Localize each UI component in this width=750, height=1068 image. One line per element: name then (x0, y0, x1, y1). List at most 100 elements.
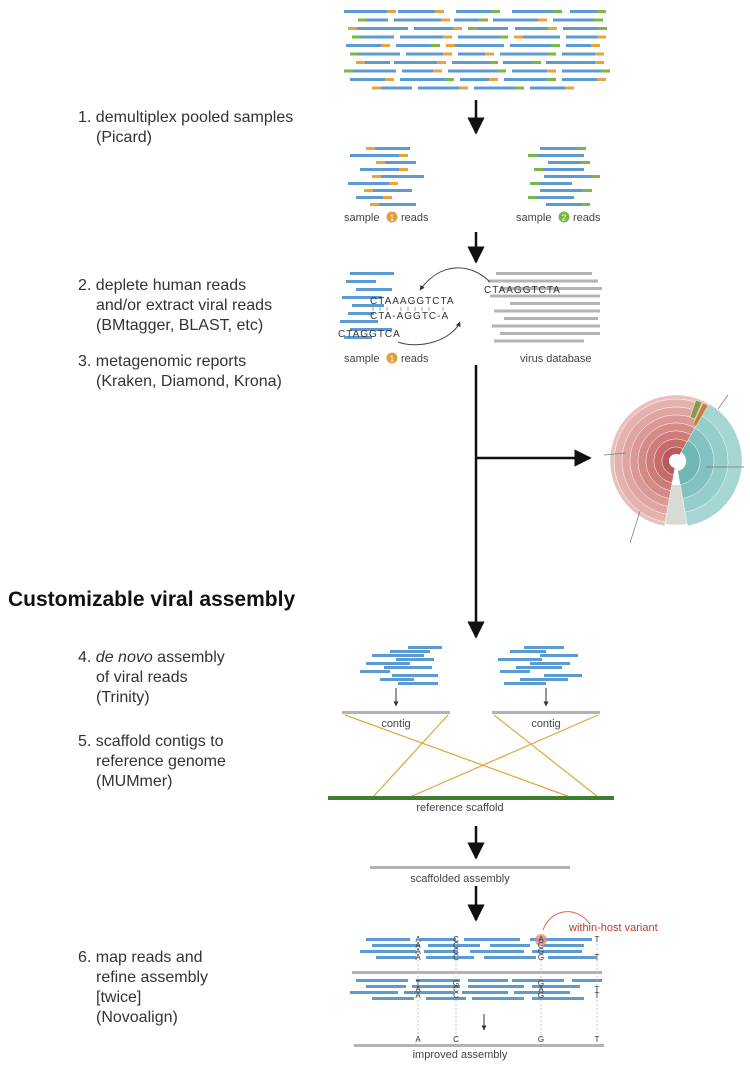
base-letter: A (415, 935, 421, 944)
sequence-top-right: CTAAGGTCTA (484, 285, 561, 296)
sequence-middle-2: CTA-AGGTC-A (370, 311, 449, 322)
read (543, 168, 584, 171)
read (510, 650, 546, 653)
read (553, 18, 594, 22)
barcode (530, 182, 539, 185)
read (515, 27, 548, 30)
read (400, 78, 445, 81)
database-read (510, 302, 600, 305)
base-letter: G (538, 941, 544, 950)
step-1-text: 1. demultiplex pooled samples (Picard) (78, 108, 293, 148)
krona-callout (603, 452, 627, 456)
read (346, 44, 381, 47)
barcode (389, 182, 398, 185)
krona-callout (717, 394, 729, 410)
step-3-text: 3. metagenomic reports (Kraken, Diamond,… (78, 352, 282, 392)
read (512, 979, 564, 982)
barcode (348, 27, 357, 30)
read (452, 61, 489, 64)
barcode (399, 154, 408, 157)
read (360, 670, 390, 673)
barcode (581, 161, 590, 164)
step-2-text: 2. deplete human reads and/or extract vi… (78, 276, 272, 336)
barcode (489, 61, 498, 64)
read (500, 670, 530, 673)
barcode (387, 10, 396, 13)
base-letter: A (415, 991, 421, 1000)
barcode (383, 196, 392, 199)
step-4-line1: 4. de novo assembly (78, 649, 225, 666)
barcode (370, 203, 379, 206)
improved-assembly-label: improved assembly (413, 1049, 508, 1061)
sample-1-reads (348, 147, 424, 206)
step-5-line1: 5. scaffold contigs to (78, 733, 224, 750)
read (455, 44, 504, 47)
read (408, 646, 442, 649)
read (394, 18, 441, 22)
krona-center (669, 454, 683, 468)
improved-base-letter: T (595, 1035, 600, 1044)
read (346, 280, 376, 283)
read (458, 52, 485, 56)
depletion-reads-label: reads (401, 353, 429, 365)
read (516, 666, 562, 669)
read (530, 938, 592, 941)
sample-1-label: sample (344, 212, 379, 224)
barcode (595, 61, 604, 64)
step-6-line1: 6. map reads and (78, 949, 203, 966)
read (367, 18, 388, 22)
barcode (433, 69, 442, 73)
read (402, 69, 433, 73)
read (350, 78, 385, 81)
read (504, 682, 546, 685)
read (390, 650, 430, 653)
barcode (356, 61, 365, 64)
read (376, 956, 416, 959)
barcode (565, 86, 574, 90)
read (394, 61, 437, 64)
sample-1-badge (386, 211, 398, 223)
step-6-line3: [twice] (96, 989, 142, 1006)
read (381, 86, 412, 90)
read (360, 168, 399, 171)
reference-scaffold-label: reference scaffold (416, 802, 503, 814)
krona-chart (603, 394, 744, 544)
base-letter: C (453, 991, 459, 1000)
step-4-line2: of viral reads (96, 669, 188, 686)
barcode (381, 44, 390, 47)
read (562, 69, 601, 73)
step-4-line1-rest: assembly (152, 649, 225, 666)
read (365, 61, 390, 64)
barcode (399, 168, 408, 171)
barcode (366, 147, 375, 150)
draft-assembly (352, 971, 602, 974)
barcode (548, 27, 557, 30)
base-letter: A (538, 935, 544, 944)
read (503, 61, 532, 64)
read (398, 682, 438, 685)
step-6-text: 6. map reads and refine assembly [twice]… (78, 948, 208, 1028)
barcode (591, 175, 600, 178)
read (524, 646, 564, 649)
barcode (591, 44, 600, 47)
barcode (441, 18, 450, 22)
read (454, 18, 479, 22)
database-read (494, 309, 600, 313)
mapped-reads (350, 938, 602, 1000)
read (539, 182, 572, 185)
read (472, 997, 524, 1000)
read (512, 10, 553, 13)
read (350, 991, 398, 994)
barcode (534, 168, 543, 171)
read (366, 938, 410, 941)
barcode (489, 78, 498, 81)
base-letter: G (453, 979, 459, 988)
read (540, 189, 583, 192)
read (366, 985, 406, 988)
contig-2-label: contig (531, 718, 560, 730)
depletion-reads (340, 272, 394, 339)
scaffolded-assembly-label: scaffolded assembly (410, 873, 510, 885)
barcode (352, 35, 361, 39)
read (493, 18, 538, 22)
